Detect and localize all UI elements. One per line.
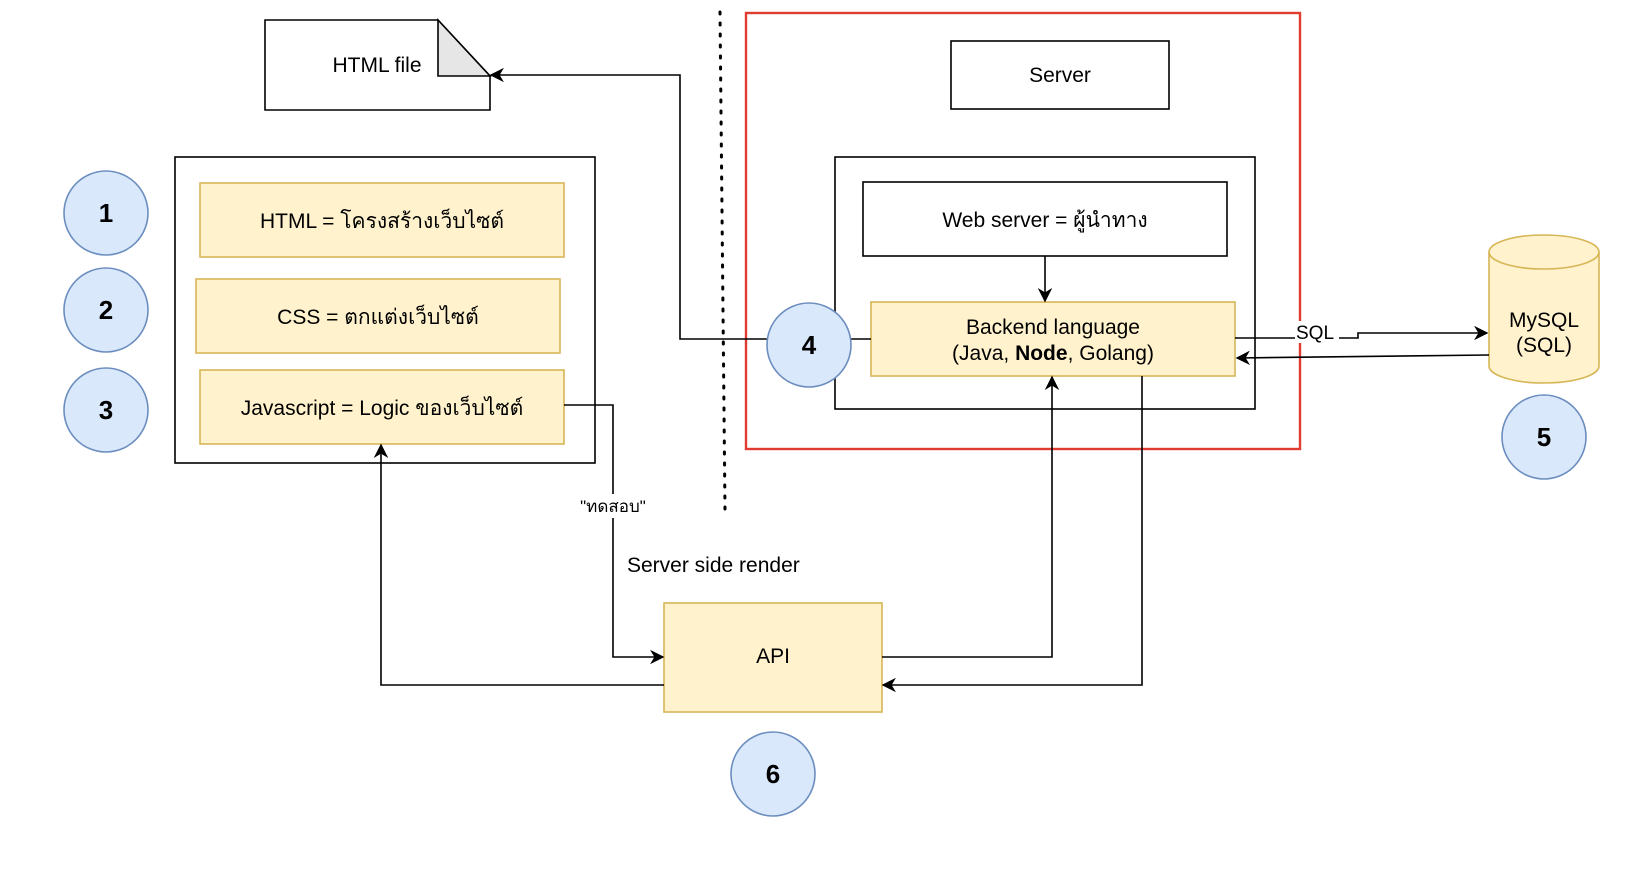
api-node[interactable]: API	[663, 602, 883, 713]
edge-mysql-to-backend	[1235, 350, 1490, 366]
server-title-node[interactable]: Server	[950, 40, 1170, 110]
html-file-shape	[264, 19, 491, 111]
ssr-edge-label: Server side render	[627, 554, 800, 577]
mysql-database-node[interactable]: MySQL (SQL)	[1488, 234, 1600, 384]
html-item-label: HTML = โครงสร้างเว็บไซต์	[260, 207, 504, 233]
marker-3[interactable]: 3	[63, 367, 149, 453]
web-server-label: Web server = ผู้นำทาง	[942, 209, 1147, 233]
sql-label-bg	[1295, 321, 1339, 343]
marker-4-label: 4	[802, 330, 817, 360]
marker-5-circle	[1501, 394, 1587, 480]
html-item-box	[199, 182, 565, 258]
marker-1-circle	[63, 170, 149, 256]
marker-4-circle	[766, 302, 852, 388]
marker-6[interactable]: 6	[730, 731, 816, 817]
mysql-label-line2: (SQL)	[1516, 334, 1572, 357]
edge-javascript-to-api	[564, 404, 665, 665]
css-item-box	[195, 278, 561, 354]
marker-6-label: 6	[766, 759, 780, 789]
marker-5[interactable]: 5	[1501, 394, 1587, 480]
html-file-fold	[437, 17, 492, 77]
server-title-box	[950, 40, 1170, 110]
server-title-label: Server	[1029, 64, 1091, 87]
marker-1-label: 1	[99, 198, 113, 228]
backend-language-node[interactable]: Backend language (Java, Node, Golang)	[870, 301, 1236, 377]
html-file-node[interactable]: HTML file	[264, 17, 492, 111]
divider-dotted-line	[718, 10, 727, 512]
web-server-box	[862, 181, 1228, 257]
test-label-bg	[566, 494, 660, 518]
marker-3-label: 3	[99, 395, 113, 425]
edge-api-to-backend	[882, 375, 1060, 658]
api-label: API	[756, 645, 790, 668]
marker-3-circle	[63, 367, 149, 453]
marker-6-circle	[730, 731, 816, 817]
test-edge-label: "ทดสอบ"	[580, 497, 646, 516]
marker-4[interactable]: 4	[766, 302, 852, 388]
server-boundary	[744, 11, 1302, 451]
backend-language-line2: (Java, Node, Golang)	[952, 342, 1154, 365]
javascript-item-label: Javascript = Logic ของเว็บไซต์	[241, 394, 523, 420]
css-item-label: CSS = ตกแต่งเว็บไซต์	[277, 303, 479, 329]
marker-2-circle	[63, 267, 149, 353]
backend-language-box	[870, 301, 1236, 377]
edge-api-to-javascript	[373, 443, 664, 686]
backend-line2-post: , Golang)	[1068, 342, 1154, 365]
mysql-label-line1: MySQL	[1509, 309, 1579, 332]
backend-line2-bold: Node	[1015, 342, 1068, 365]
backend-language-line1: Backend language	[966, 316, 1140, 339]
edge-backend-to-mysql	[1235, 325, 1489, 341]
marker-1[interactable]: 1	[63, 170, 149, 256]
backend-line2-pre: (Java,	[952, 342, 1015, 365]
marker-2[interactable]: 2	[63, 267, 149, 353]
mysql-cylinder-body	[1488, 252, 1600, 384]
edge-backend-to-api	[881, 376, 1143, 693]
html-item[interactable]: HTML = โครงสร้างเว็บไซต์	[199, 182, 565, 258]
sql-edge-label: SQL	[1296, 323, 1334, 344]
mysql-cylinder-top	[1488, 234, 1600, 270]
javascript-item-box	[199, 369, 565, 445]
web-server-node[interactable]: Web server = ผู้นำทาง	[862, 181, 1228, 257]
marker-5-label: 5	[1537, 422, 1551, 452]
marker-2-label: 2	[99, 295, 113, 325]
html-file-label: HTML file	[332, 54, 421, 77]
javascript-item[interactable]: Javascript = Logic ของเว็บไซต์	[199, 369, 565, 445]
css-item[interactable]: CSS = ตกแต่งเว็บไซต์	[195, 278, 561, 354]
